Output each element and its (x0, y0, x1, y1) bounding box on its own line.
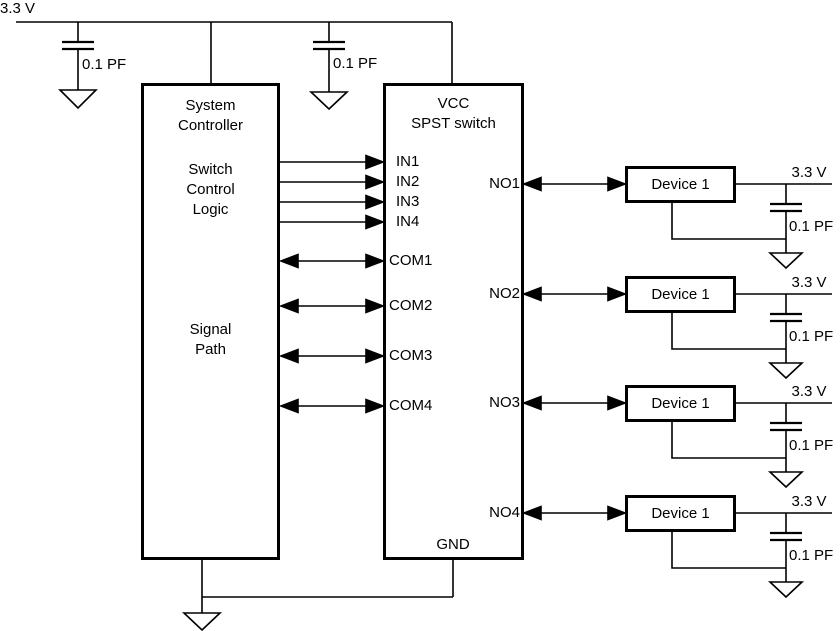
device4-cap-label: 0.1 PF (789, 547, 834, 564)
supply-voltage-label: 3.3 V (0, 0, 36, 17)
decoupling-capacitor-2 (308, 22, 350, 111)
ground-icon (58, 89, 98, 110)
arrowhead-right-icon (607, 176, 628, 192)
ground-icon (767, 362, 805, 380)
arrowhead-right-icon (607, 395, 628, 411)
pin-label-in2: IN2 (396, 173, 420, 190)
label-line: Control (186, 181, 235, 198)
title-line: SPST switch (411, 115, 496, 132)
device4-supply-label: 3.3 V (791, 493, 827, 510)
arrowhead-left-icon (278, 348, 299, 364)
no-signal-arrows (521, 176, 628, 521)
pin-label-com1: COM1 (389, 252, 433, 269)
device-label: Device 1 (651, 395, 710, 412)
system-controller-title: System Controller (141, 96, 280, 136)
pin-label-no3: NO3 (489, 394, 520, 411)
device3-cap-label: 0.1 PF (789, 437, 834, 454)
device-label: Device 1 (651, 286, 710, 303)
device1-supply-label: 3.3 V (791, 164, 827, 181)
device2-supply-label: 3.3 V (791, 274, 827, 291)
device-3-block: Device 1 (625, 385, 736, 422)
title-line: VCC (437, 95, 470, 112)
signal-path-label: Signal Path (141, 320, 280, 360)
arrowhead-right-icon (365, 298, 386, 314)
device2-cap-label: 0.1 PF (789, 328, 834, 345)
pin-label-com4: COM4 (389, 397, 433, 414)
arrowhead-right-icon (365, 154, 386, 170)
pin-label-no2: NO2 (489, 285, 520, 302)
title-line: Controller (177, 117, 244, 134)
spst-switch-block (383, 83, 524, 560)
spst-switch-title: VCC SPST switch (383, 94, 524, 134)
power-rail-net (16, 21, 453, 83)
device-ground-return-wire (671, 203, 786, 240)
arrowhead-left-icon (278, 398, 299, 414)
label-line: Logic (192, 201, 229, 218)
device-2-block: Device 1 (625, 276, 736, 313)
device-label: Device 1 (651, 505, 710, 522)
arrowhead-left-icon (521, 286, 542, 302)
device4-supply-net (671, 512, 832, 599)
label-line: Switch (188, 161, 233, 178)
title-line: System (185, 97, 236, 114)
device-ground-return-wire (671, 532, 786, 569)
arrowhead-right-icon (365, 214, 386, 230)
pin-label-in1: IN1 (396, 153, 420, 170)
arrowhead-left-icon (278, 253, 299, 269)
com-signal-arrows (278, 253, 386, 414)
ground-icon (181, 612, 223, 631)
device3-supply-net (671, 402, 832, 489)
device-4-block: Device 1 (625, 495, 736, 532)
arrowhead-right-icon (365, 398, 386, 414)
device-1-block: Device 1 (625, 166, 736, 203)
pin-label-com3: COM3 (389, 347, 433, 364)
ground-icon (767, 252, 805, 270)
decoupling-capacitor-1 (58, 22, 98, 110)
switch-control-logic-label: Switch Control Logic (141, 160, 280, 220)
decoupling-cap-2-label: 0.1 PF (333, 55, 378, 72)
pin-label-gnd: GND (436, 536, 470, 553)
device1-supply-net (671, 183, 832, 270)
arrowhead-right-icon (607, 505, 628, 521)
pin-label-no1: NO1 (489, 175, 520, 192)
arrowhead-left-icon (278, 298, 299, 314)
pin-label-com2: COM2 (389, 297, 433, 314)
pin-label-in4: IN4 (396, 213, 420, 230)
device-ground-return-wire (671, 422, 786, 459)
device1-cap-label: 0.1 PF (789, 218, 834, 235)
in-control-arrows (280, 154, 386, 230)
arrowhead-right-icon (365, 194, 386, 210)
ground-icon (767, 581, 805, 599)
device-ground-return-wire (671, 313, 786, 350)
pin-label-in3: IN3 (396, 193, 420, 210)
arrowhead-left-icon (521, 505, 542, 521)
decoupling-cap-1-label: 0.1 PF (82, 56, 127, 73)
device2-supply-net (671, 293, 832, 380)
label-line: Signal (189, 321, 232, 338)
pin-label-no4: NO4 (489, 504, 520, 521)
system-controller-block (141, 83, 280, 560)
device-label: Device 1 (651, 176, 710, 193)
ground-icon (767, 471, 805, 489)
ground-net (181, 560, 454, 631)
arrowhead-right-icon (607, 286, 628, 302)
arrowhead-right-icon (365, 174, 386, 190)
arrowhead-right-icon (365, 253, 386, 269)
arrowhead-right-icon (365, 348, 386, 364)
device3-supply-label: 3.3 V (791, 383, 827, 400)
ground-icon (308, 91, 350, 111)
label-line: Path (195, 341, 226, 358)
arrowhead-left-icon (521, 395, 542, 411)
arrowhead-left-icon (521, 176, 542, 192)
